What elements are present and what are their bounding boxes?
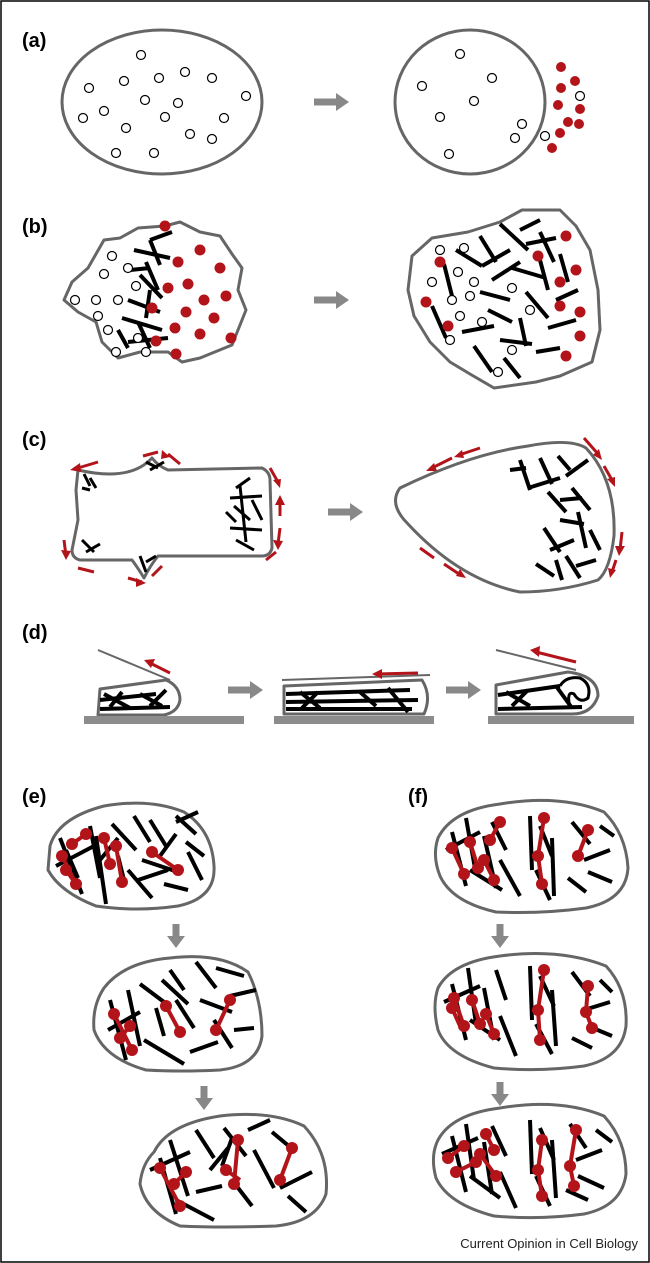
- cell-e-2: [94, 957, 262, 1071]
- cell-f-2: [435, 954, 626, 1070]
- red-vesicles-a-after: [547, 62, 585, 153]
- panel-label-a: (a): [22, 30, 46, 52]
- cell-outline-a-before: [62, 30, 262, 174]
- panel-label-e: (e): [22, 786, 46, 808]
- arrow-f-2: [491, 1082, 509, 1106]
- arrow-e-1: [167, 924, 185, 948]
- panel-e: (e): [22, 786, 327, 1227]
- arrow-f-1: [491, 924, 509, 948]
- arrow-d-2: [446, 681, 481, 699]
- cell-f-3: [433, 1104, 626, 1217]
- arrow-d-1: [228, 681, 263, 699]
- panel-label-d: (d): [22, 622, 48, 644]
- cell-e-1: [48, 803, 214, 909]
- arrow-c: [328, 503, 363, 521]
- panel-label-b: (b): [22, 216, 48, 238]
- panel-b: (b): [22, 210, 600, 388]
- panel-d: (d): [22, 622, 634, 724]
- cell-e-3: [140, 1114, 327, 1227]
- panel-label-f: (f): [408, 786, 428, 808]
- panel-label-c: (c): [22, 429, 46, 451]
- credit-text: Current Opinion in Cell Biology: [460, 1236, 638, 1251]
- protrusion-d-step1: [84, 650, 244, 724]
- panel-a: (a): [22, 30, 585, 174]
- panel-c: (c): [22, 429, 625, 592]
- panel-f: (f): [408, 786, 628, 1218]
- arrow-a: [314, 93, 349, 111]
- arrow-e-2: [195, 1086, 213, 1110]
- protrusion-d-step3: [488, 646, 634, 724]
- protrusion-d-step2: [274, 669, 434, 724]
- arrow-b: [314, 291, 349, 309]
- cell-f-1: [435, 800, 628, 912]
